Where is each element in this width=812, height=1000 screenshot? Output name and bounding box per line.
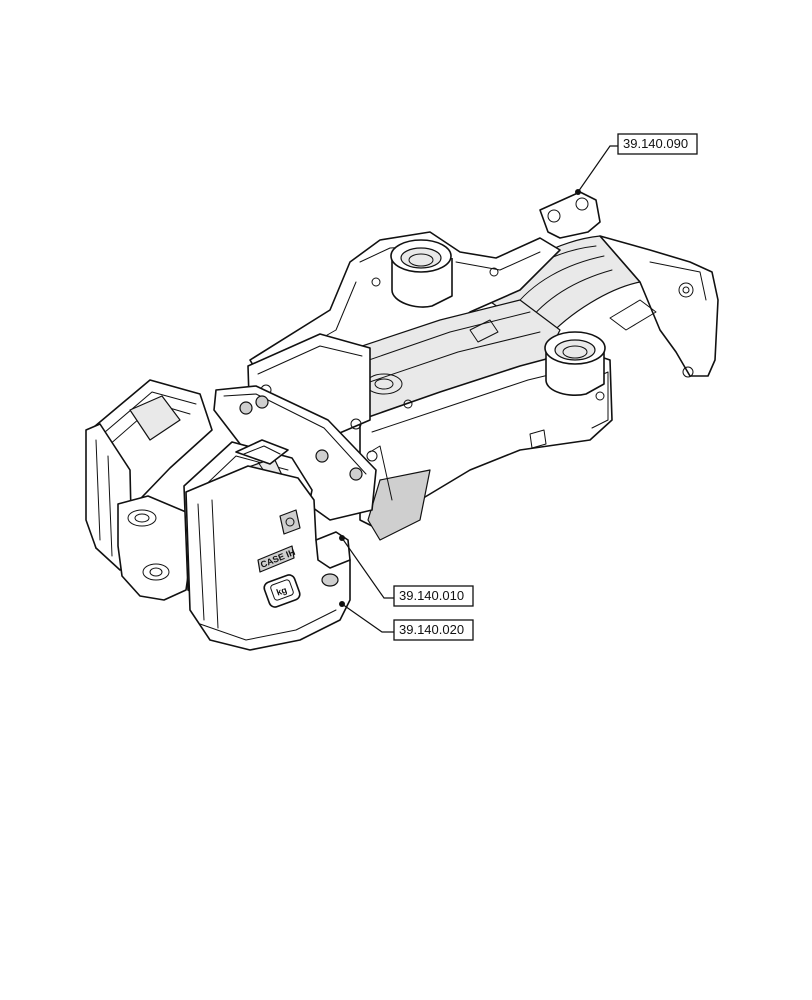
front-axle-frame [247, 231, 613, 541]
callout-label-39-140-020: 39.140.020 [399, 622, 464, 637]
callout-label-39-140-090: 39.140.090 [623, 136, 688, 151]
callout-39-140-010: 39.140.010 [339, 535, 474, 607]
weight-bolt [279, 509, 351, 587]
left-pivot-boss [390, 239, 453, 308]
svg-text:kg: kg [275, 585, 288, 598]
tow-hook [117, 495, 193, 601]
right-pivot-boss [544, 331, 606, 396]
weight-badge: kg [263, 574, 301, 608]
front-weight-stack: CASE IH kg [85, 379, 351, 651]
callout-39-140-020: 39.140.020 [339, 601, 474, 641]
callout-label-39-140-010: 39.140.010 [399, 588, 464, 603]
callout-39-140-090: 39.140.090 [575, 133, 698, 195]
weight-carrier-plate [213, 385, 377, 521]
